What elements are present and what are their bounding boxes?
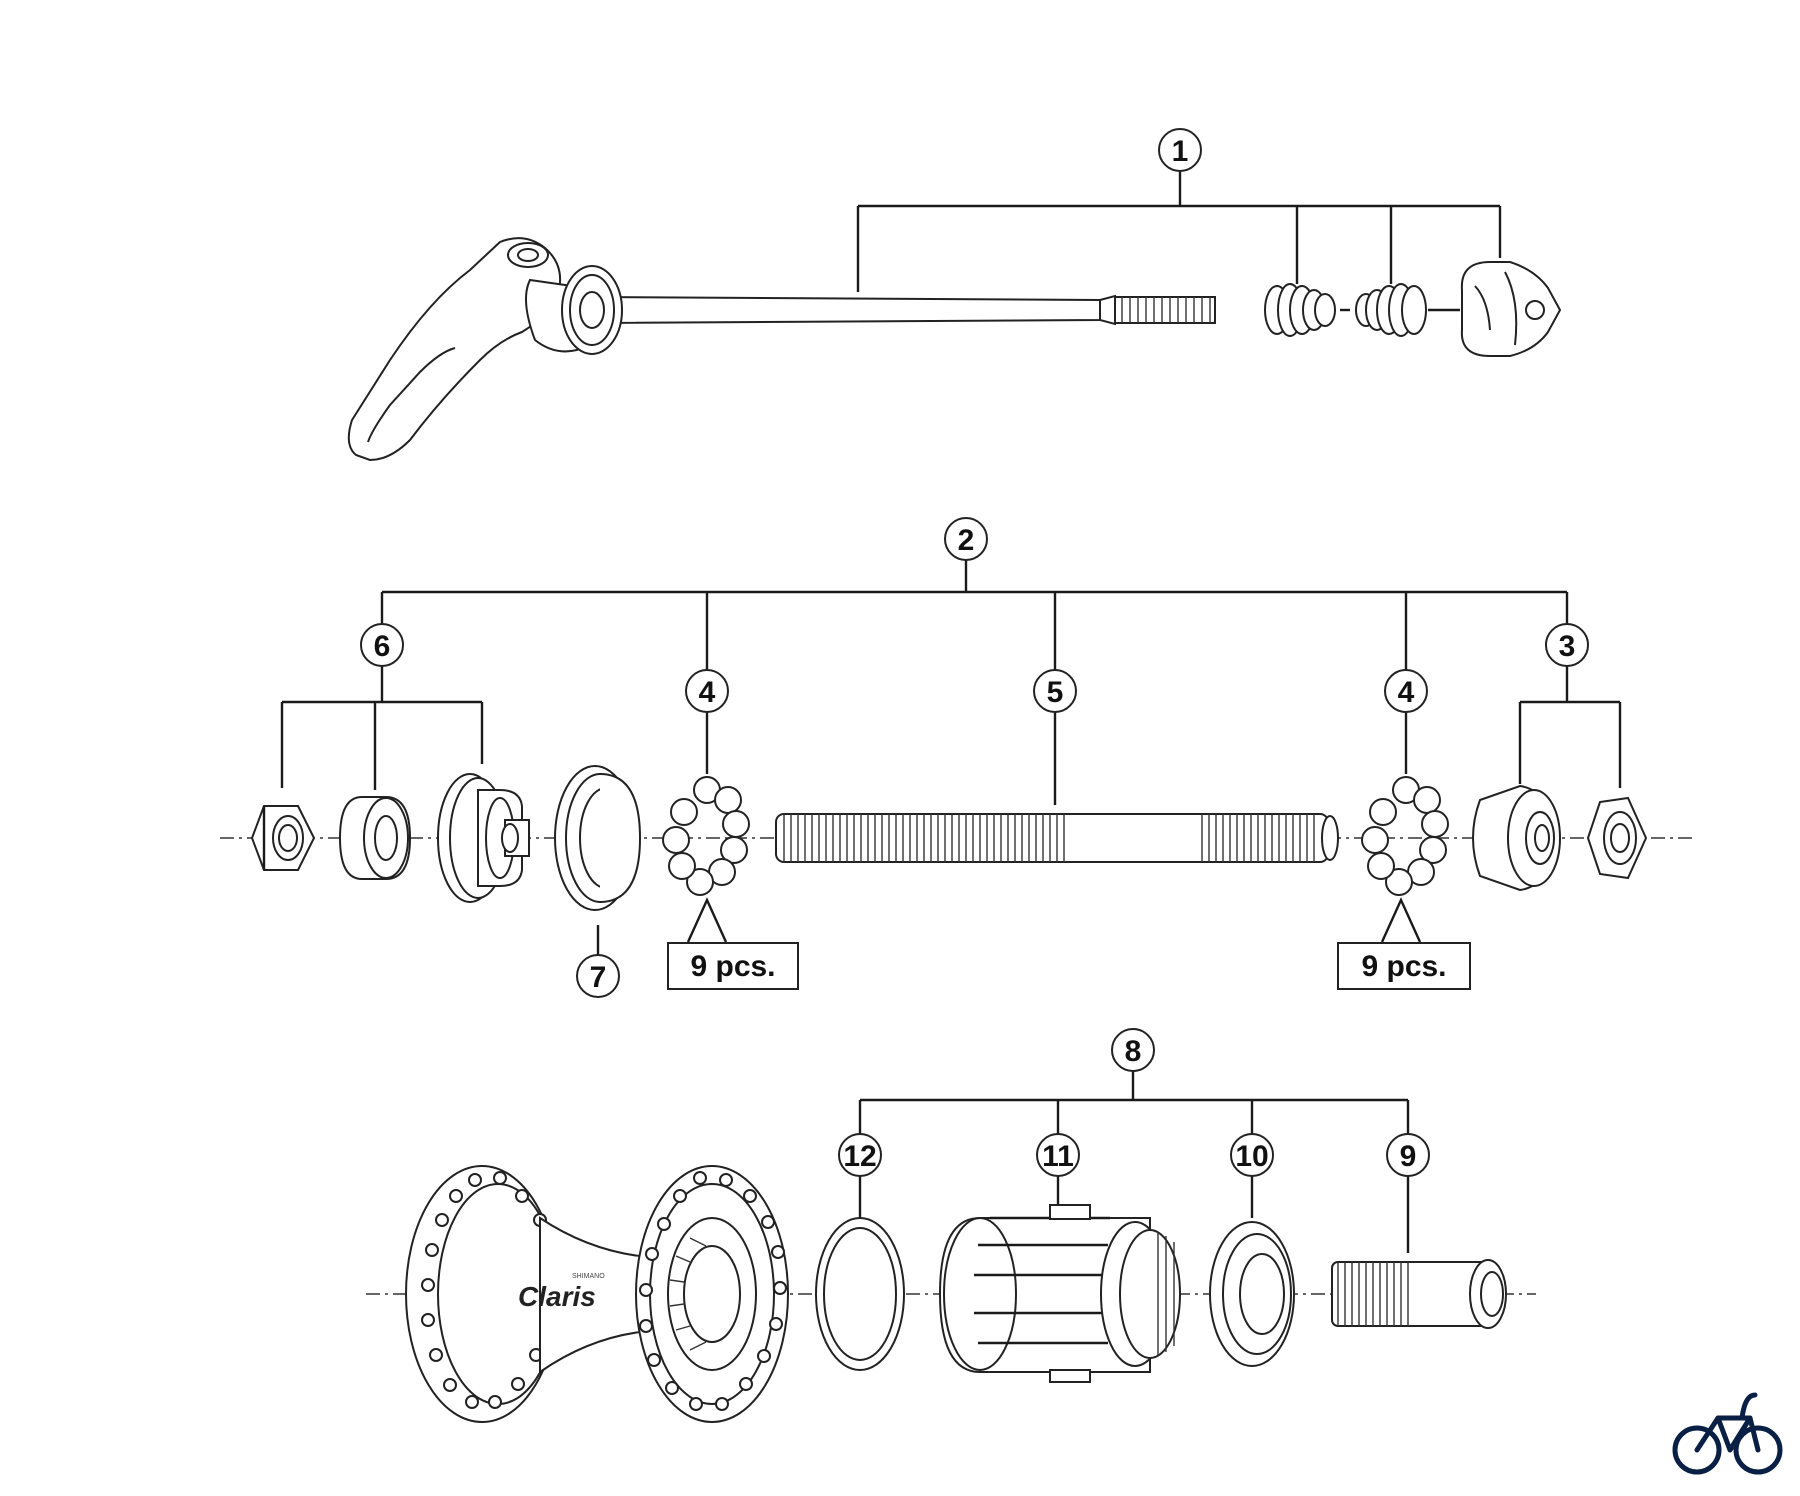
quick-release-skewer xyxy=(347,237,1216,462)
callout-3: 3 xyxy=(1545,623,1589,667)
svg-text:9: 9 xyxy=(1400,1140,1417,1173)
svg-text:11: 11 xyxy=(1042,1140,1074,1173)
skewer-spring-left xyxy=(1264,283,1336,337)
spacer-left xyxy=(338,796,412,880)
ball-bearings-right xyxy=(1361,776,1449,896)
right-flange-spoke-holes xyxy=(639,1171,787,1411)
svg-text:9 pcs.: 9 pcs. xyxy=(690,950,775,983)
callout-2: 2 xyxy=(944,517,988,561)
freehub-spacer-12 xyxy=(815,1217,905,1371)
freehub-axle-9 xyxy=(1331,1259,1507,1329)
freehub-body-11 xyxy=(938,1204,1181,1383)
callout-4-right: 4 xyxy=(1384,669,1428,713)
svg-text:9 pcs.: 9 pcs. xyxy=(1361,950,1446,983)
svg-text:7: 7 xyxy=(590,961,607,994)
callout-7: 7 xyxy=(576,954,620,998)
svg-text:1: 1 xyxy=(1172,135,1189,168)
svg-text:Claris: Claris xyxy=(518,1281,596,1312)
hub-axle xyxy=(775,813,1339,863)
svg-text:12: 12 xyxy=(843,1140,876,1173)
callout-4-left: 4 xyxy=(685,669,729,713)
svg-text:10: 10 xyxy=(1235,1140,1268,1173)
svg-text:6: 6 xyxy=(374,630,391,663)
svg-text:SHIMANO: SHIMANO xyxy=(572,1273,605,1280)
freehub-washer-10 xyxy=(1209,1221,1295,1367)
svg-text:4: 4 xyxy=(699,676,716,709)
svg-text:4: 4 xyxy=(1398,676,1415,709)
skewer-adjusting-nut xyxy=(1460,261,1562,357)
callout-11: 11 xyxy=(1036,1133,1080,1177)
bicycle-icon xyxy=(1672,1392,1783,1475)
skewer-thread xyxy=(1114,296,1216,324)
lock-nut-left xyxy=(250,805,316,871)
callout-5: 5 xyxy=(1033,669,1077,713)
lock-nut-right xyxy=(1586,796,1648,880)
hub-body: SHIMANO Claris xyxy=(405,1165,789,1423)
quantity-box-left: 9 pcs. xyxy=(667,942,799,990)
dust-seal-left xyxy=(554,765,642,911)
svg-text:8: 8 xyxy=(1125,1035,1142,1068)
callout-1: 1 xyxy=(1158,128,1202,172)
quantity-box-right: 9 pcs. xyxy=(1337,942,1471,990)
cone-left xyxy=(437,773,530,903)
ball-bearings-left xyxy=(662,776,750,896)
svg-text:2: 2 xyxy=(958,524,975,557)
callout-12: 12 xyxy=(838,1133,882,1177)
svg-text:3: 3 xyxy=(1559,630,1576,663)
svg-text:5: 5 xyxy=(1047,676,1064,709)
callout-6: 6 xyxy=(360,623,404,667)
cone-right xyxy=(1472,784,1561,892)
callout-10: 10 xyxy=(1230,1133,1274,1177)
skewer-spring-right xyxy=(1355,283,1427,337)
callout-lines xyxy=(280,171,1622,1253)
callout-9: 9 xyxy=(1386,1133,1430,1177)
callout-8: 8 xyxy=(1111,1028,1155,1072)
